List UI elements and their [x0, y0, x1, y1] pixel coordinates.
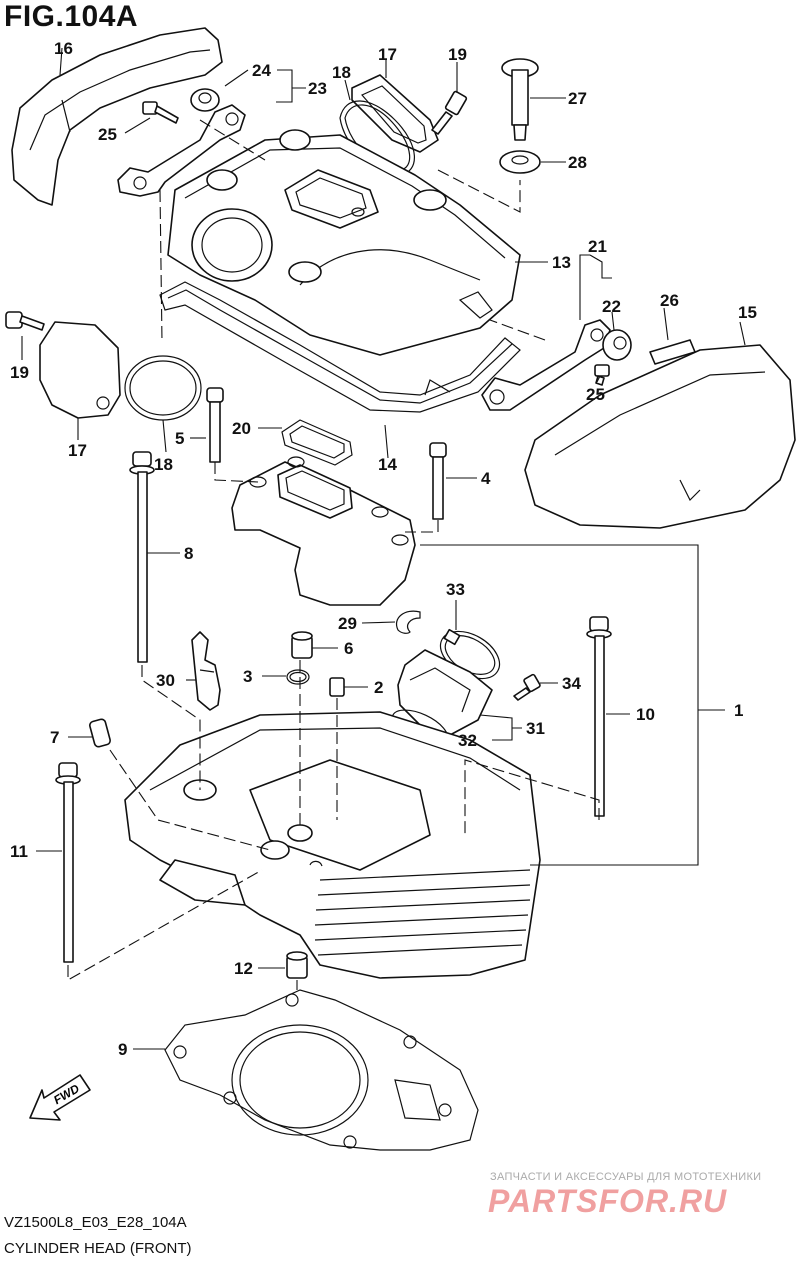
part-16-side-cover-left	[11, 27, 223, 206]
fwd-arrow: FWD	[29, 1074, 91, 1121]
part-22-grommet-right	[602, 329, 632, 361]
callout-16: 16	[54, 39, 73, 58]
callout-13: 13	[552, 253, 571, 272]
callout-20: 20	[232, 419, 251, 438]
callout-33: 33	[446, 580, 465, 599]
diagram-name: CYLINDER HEAD (FRONT)	[4, 1240, 192, 1257]
part-7-stud	[89, 718, 111, 748]
part-10-bolt	[586, 616, 612, 817]
part-34-screw	[513, 673, 541, 701]
part-3-o-ring	[286, 669, 310, 685]
part-12-dowel	[286, 951, 308, 979]
callout-29: 29	[338, 614, 357, 633]
callout-7: 7	[50, 728, 59, 747]
callout-31: 31	[526, 719, 545, 738]
part-2-dowel	[329, 677, 345, 697]
callout-30: 30	[156, 671, 175, 690]
callout-10: 10	[636, 705, 655, 724]
callout-1: 1	[734, 701, 743, 720]
leader-lines	[21, 47, 746, 1050]
part-28-washer	[499, 150, 541, 174]
callout-9: 9	[118, 1040, 127, 1059]
callout-4: 4	[481, 469, 491, 488]
part-8-bolt	[129, 451, 155, 663]
callout-27: 27	[568, 89, 587, 108]
callout-19-left: 19	[10, 363, 29, 382]
part-30-spark-plug	[191, 631, 221, 711]
callout-labels: 1 2 3 4 5 6 7 8 9 10 11 12 13 14 15 16 1…	[10, 39, 757, 1059]
callout-25-right: 25	[586, 385, 605, 404]
callout-28: 28	[568, 153, 587, 172]
part-29-clip	[396, 610, 421, 634]
callout-18-left: 18	[154, 455, 173, 474]
callout-22: 22	[602, 297, 621, 316]
callout-14: 14	[378, 455, 397, 474]
part-25-bolt-right	[594, 364, 610, 386]
callout-11: 11	[10, 842, 28, 861]
part-19-bolt-left	[5, 311, 45, 331]
part-11-bolt	[55, 762, 81, 963]
part-camshaft-holder	[231, 456, 416, 606]
watermark-brand: PARTSFOR.RU	[488, 1183, 728, 1219]
part-17-cover-plate-left	[39, 321, 121, 419]
callout-17-left: 17	[68, 441, 87, 460]
callout-15: 15	[738, 303, 757, 322]
callout-23: 23	[308, 79, 327, 98]
callout-21: 21	[588, 237, 607, 256]
part-23-bracket-left	[117, 104, 246, 197]
callout-18-top: 18	[332, 63, 351, 82]
part-4-bolt	[429, 442, 447, 520]
part-19-bolt-top	[431, 90, 468, 135]
part-5-bolt	[206, 387, 224, 463]
part-14-cover-gasket	[159, 281, 521, 413]
callout-17-top: 17	[378, 45, 397, 64]
part-15-side-cover-right	[524, 344, 796, 529]
part-24-grommet	[190, 88, 220, 112]
part-9-head-gasket	[164, 989, 479, 1151]
part-17-cover-plate-top	[351, 74, 439, 153]
callout-8: 8	[184, 544, 193, 563]
callout-32: 32	[458, 731, 477, 750]
callout-26: 26	[660, 291, 679, 310]
callout-34: 34	[562, 674, 581, 693]
part-1-cylinder-head	[124, 711, 541, 979]
figure-title: FIG.104A	[4, 0, 139, 33]
part-27-cap-bolt	[501, 58, 539, 141]
callout-6: 6	[344, 639, 353, 658]
part-18-o-ring-left	[124, 355, 202, 421]
callout-19-top: 19	[448, 45, 467, 64]
diagram-code: VZ1500L8_E03_E28_104A	[4, 1214, 187, 1231]
part-21-bracket-right	[481, 319, 611, 411]
callout-3: 3	[243, 667, 252, 686]
callout-12: 12	[234, 959, 253, 978]
assembly-dash-lines	[67, 119, 600, 990]
part-13-cylinder-head-cover	[167, 129, 521, 356]
part-6-dowel	[291, 631, 313, 659]
part-20-gasket	[281, 419, 353, 466]
callout-24: 24	[252, 61, 271, 80]
part-25-bolt-left	[142, 101, 179, 124]
callout-5: 5	[175, 429, 184, 448]
callout-25-left: 25	[98, 125, 117, 144]
callout-2: 2	[374, 678, 383, 697]
watermark-tagline: ЗАПЧАСТИ И АКСЕССУАРЫ ДЛЯ МОТОТЕХНИКИ	[490, 1171, 762, 1183]
